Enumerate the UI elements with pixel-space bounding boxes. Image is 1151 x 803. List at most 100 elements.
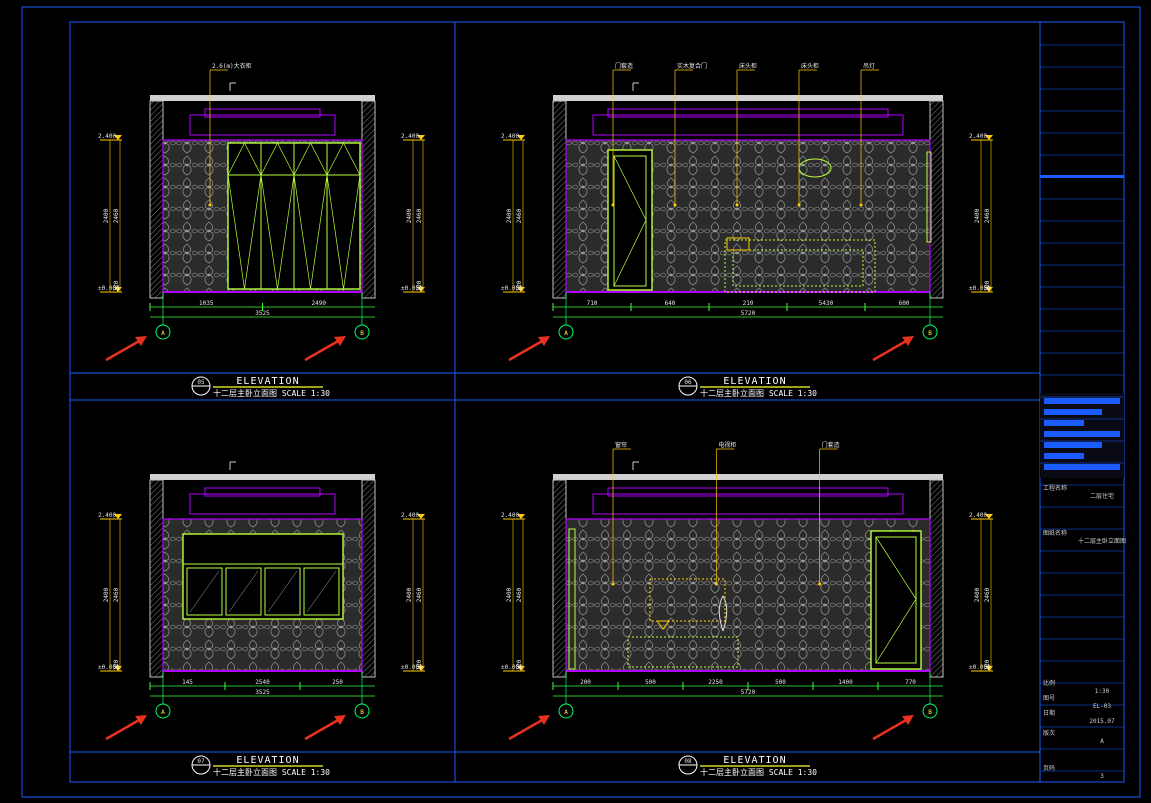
glass-reflection [228, 570, 259, 613]
window-transom [182, 533, 344, 565]
overall-dimension-label: 5720 [741, 310, 756, 317]
side-dimension-label: 120 [516, 280, 523, 291]
red-arrow-head-icon [902, 715, 914, 725]
tb-row-label: 版次 [1043, 729, 1055, 737]
level-top-label: 2.400 [98, 133, 116, 140]
grid-bubble [354, 324, 370, 340]
grid-bubble [558, 703, 574, 719]
wall-right [929, 479, 944, 678]
door-swing-line [227, 174, 262, 290]
grid-bubble-label: A [564, 330, 568, 337]
red-arrow-icon [304, 717, 341, 741]
level-triangle-icon [417, 135, 425, 140]
tb-row-label: 工程名称 [1043, 484, 1067, 492]
leader-note: 门套造 [615, 62, 633, 70]
grid-bubble-label: A [161, 709, 165, 716]
leader-dot [208, 203, 212, 207]
side-dimension-label: 2460 [516, 587, 523, 602]
glass-reflection [189, 570, 220, 613]
ceiling-soffit [592, 114, 904, 136]
slab-top [150, 474, 375, 480]
red-arrow-icon [105, 338, 142, 362]
wall-right [361, 100, 376, 299]
side-dimension-label: 120 [516, 659, 523, 670]
door-swing-line [613, 155, 647, 287]
level-bottom-label: ±0.000 [501, 664, 523, 671]
grid-bubble-label: A [564, 709, 568, 716]
bottom-dimension-label: 210 [743, 300, 754, 307]
side-dimension-label: 2400 [974, 587, 981, 602]
level-bottom-label: ±0.000 [98, 285, 120, 292]
side-dimension-label: 120 [984, 280, 991, 291]
level-bottom-label: ±0.000 [969, 664, 991, 671]
bottom-dimension-label: 5430 [819, 300, 834, 307]
side-dimension-label: 2400 [974, 208, 981, 223]
red-arrow-icon [508, 338, 545, 362]
tb-blue-bar [1044, 409, 1102, 415]
red-arrow-head-icon [135, 336, 147, 346]
level-top-label: 2.400 [501, 133, 519, 140]
outer-frame [21, 6, 1141, 798]
door [870, 530, 922, 670]
elevation-subtitle: 十二层主卧立面图 SCALE 1:30 [213, 388, 330, 398]
red-arrow-icon [304, 338, 341, 362]
side-dimension-label: 2400 [103, 208, 110, 223]
ceiling-fixture-icon [229, 461, 236, 470]
grid-bubble-label: B [928, 709, 932, 716]
window [182, 533, 344, 620]
level-triangle-icon [114, 135, 122, 140]
tb-blue-bar [1044, 464, 1120, 470]
leader-note: 门套造 [822, 441, 840, 449]
elevation-subtitle: 十二层主卧立面图 SCALE 1:30 [700, 767, 817, 777]
red-arrow-head-icon [902, 336, 914, 346]
level-bottom-label: ±0.000 [98, 664, 120, 671]
ceiling-light-trough [607, 108, 889, 118]
detail-number: 05 [197, 379, 205, 386]
tb-row-label: 页码 [1043, 764, 1055, 772]
tb-row-label: 图纸名称 [1043, 529, 1067, 537]
bottom-dimension-label: 250 [332, 679, 343, 686]
side-dimension-label: 2400 [103, 587, 110, 602]
leader-note: 床头柜 [801, 62, 819, 70]
overall-dimension-label: 3525 [255, 310, 270, 317]
leader-note: 窗帘 [615, 441, 627, 449]
level-bottom-label: ±0.000 [501, 285, 523, 292]
elevation-title: ELEVATION [236, 755, 299, 766]
grid-bubble [155, 703, 171, 719]
wallpaper-area [565, 518, 931, 672]
tb-row-value: 1:30 [1095, 688, 1110, 695]
side-dimension-label: 2460 [113, 587, 120, 602]
door-panel [613, 155, 647, 287]
tb-row-value: EL-03 [1093, 703, 1111, 710]
ceiling-soffit [189, 114, 336, 136]
slab-top [150, 95, 375, 101]
side-dimension-label: 2460 [113, 208, 120, 223]
door-swing-line [293, 174, 328, 290]
bottom-dimension-label: 1035 [199, 300, 214, 307]
ceiling-soffit [592, 493, 904, 515]
wall-left [149, 479, 164, 678]
bottom-dimension-label: 640 [665, 300, 676, 307]
tb-blue-bar [1044, 431, 1120, 437]
level-triangle-icon [517, 135, 525, 140]
red-arrow-head-icon [538, 715, 550, 725]
tb-blue-band [1040, 175, 1124, 178]
red-arrow-icon [872, 338, 909, 362]
level-triangle-icon [985, 135, 993, 140]
side-dimension-label: 2460 [984, 587, 991, 602]
side-dimension-label: 2400 [506, 208, 513, 223]
ceiling-fixture-icon [632, 461, 639, 470]
wall-right [929, 100, 944, 299]
ceiling-soffit [189, 493, 336, 515]
side-dimension-label: 120 [113, 280, 120, 291]
detail-number: 08 [684, 758, 692, 765]
